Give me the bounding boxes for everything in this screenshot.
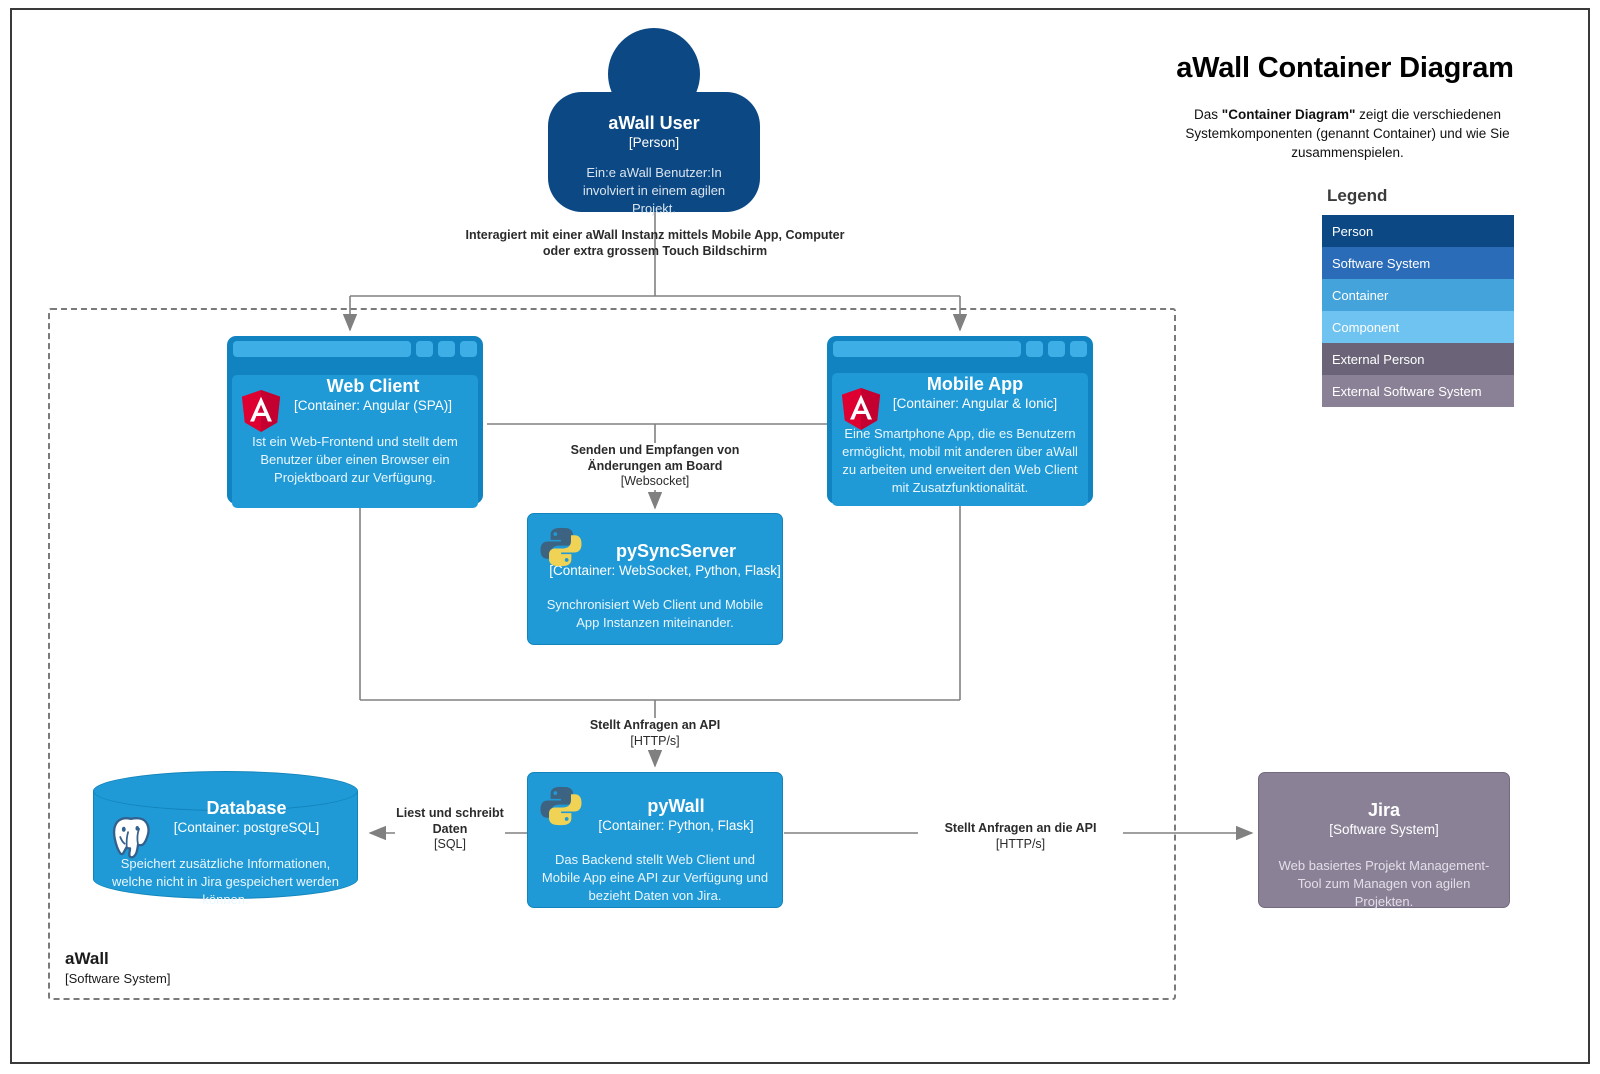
browser-chrome-bar [832, 341, 1088, 357]
page-title: aWall Container Diagram [1176, 52, 1514, 84]
rel-label-tech: [Websocket] [620, 474, 690, 488]
window-button-icon [460, 341, 477, 357]
node-type: [Container: Python, Flask] [598, 818, 754, 833]
node-jira[interactable]: Jira [Software System] Web basiertes Pro… [1258, 772, 1510, 909]
legend-item-label: External Person [1332, 351, 1425, 367]
window-button-icon [1026, 341, 1043, 357]
window-button-icon [416, 341, 433, 357]
browser-chrome-bar [232, 341, 478, 357]
system-boundary-type: [Software System] [65, 971, 171, 986]
legend-item-component: Component [1322, 311, 1514, 343]
rel-label-clients-to-syncserver: Senden und Empfangen von Änderungen am B… [565, 443, 745, 490]
node-body: Web Client [Container: Angular (SPA)] Is… [232, 375, 478, 508]
node-type: [Software System] [1329, 822, 1439, 837]
legend-item-container: Container [1322, 279, 1514, 311]
node-title: Jira [1367, 800, 1401, 820]
window-button-icon [438, 341, 455, 357]
node-pysyncserver[interactable]: pySyncServer [Container: WebSocket, Pyth… [527, 513, 783, 645]
window-button-icon [1048, 341, 1065, 357]
rel-label-text: Senden und Empfangen von Änderungen am B… [570, 443, 740, 473]
node-body: Database [Container: postgreSQL] Speiche… [93, 797, 358, 909]
legend-item-software-system: Software System [1322, 247, 1514, 279]
cylinder-top [93, 771, 358, 811]
rel-label-user-to-clients: Interagiert mit einer aWall Instanz mitt… [455, 228, 855, 259]
node-mobile-app[interactable]: Mobile App [Container: Angular & Ionic] … [827, 336, 1093, 506]
system-boundary-awall [48, 308, 1176, 1000]
rel-label-text: Liest und schreibt Daten [396, 806, 504, 836]
node-database[interactable]: Database [Container: postgreSQL] Speiche… [93, 771, 358, 907]
legend-item-external-person: External Person [1322, 343, 1514, 375]
node-body: Mobile App [Container: Angular & Ionic] … [832, 373, 1088, 506]
node-title: pySyncServer [615, 541, 737, 561]
legend-item-label: Person [1332, 223, 1374, 239]
rel-label-text: Interagiert mit einer aWall Instanz mitt… [465, 228, 845, 258]
node-type: [Container: WebSocket, Python, Flask] [549, 563, 781, 578]
node-description: Ist ein Web-Frontend und stellt dem Benu… [252, 434, 458, 485]
node-title: Web Client [326, 376, 420, 396]
node-type: [Person] [628, 135, 680, 150]
node-title: Database [206, 798, 287, 818]
legend-item-person: Person [1322, 215, 1514, 247]
window-button-icon [1070, 341, 1087, 357]
rel-label-pywall-to-jira: Stellt Anfragen an die API [HTTP/s] [918, 821, 1123, 852]
node-description: Synchronisiert Web Client und Mobile App… [546, 597, 764, 630]
description-pre: Das [1194, 107, 1222, 122]
description-post: zeigt die verschiedenen Systemkomponente… [1185, 107, 1510, 160]
address-bar-icon [233, 341, 411, 357]
angular-icon [841, 388, 881, 430]
node-description: Speichert zusätzliche Informationen, wel… [112, 856, 339, 907]
legend-item-label: Container [1332, 287, 1389, 303]
node-type: [Container: Angular & Ionic] [892, 396, 1058, 411]
node-type: [Container: Angular (SPA)] [293, 398, 453, 413]
python-icon [540, 786, 582, 826]
node-pywall[interactable]: pyWall [Container: Python, Flask] Das Ba… [527, 772, 783, 908]
node-description: Ein:e aWall Benutzer:In involviert in ei… [582, 165, 726, 216]
rel-label-clients-to-pywall: Stellt Anfragen an API [HTTP/s] [565, 718, 745, 749]
system-boundary-label: aWall [65, 949, 109, 968]
postgresql-elephant-icon [112, 817, 150, 859]
python-icon [540, 527, 582, 567]
node-awall-user[interactable]: aWall User [Person] Ein:e aWall Benutzer… [548, 92, 760, 216]
rel-label-tech: [SQL] [434, 837, 466, 851]
page-description: Das "Container Diagram" zeigt die versch… [1175, 105, 1520, 162]
angular-icon [241, 390, 281, 432]
legend: Person Software System Container Compone… [1322, 215, 1514, 407]
legend-item-external-software-system: External Software System [1322, 375, 1514, 407]
address-bar-icon [833, 341, 1021, 357]
node-description: Web basiertes Projekt Management-Tool zu… [1278, 858, 1490, 909]
node-web-client[interactable]: Web Client [Container: Angular (SPA)] Is… [227, 336, 483, 508]
rel-label-text: Stellt Anfragen an die API [944, 821, 1097, 835]
node-title: aWall User [608, 113, 700, 133]
rel-label-tech: [HTTP/s] [995, 836, 1046, 851]
description-bold: "Container Diagram" [1221, 107, 1356, 122]
node-description: Eine Smartphone App, die es Benutzern er… [842, 426, 1078, 495]
legend-item-label: External Software System [1332, 383, 1482, 399]
rel-label-tech: [HTTP/s] [630, 733, 680, 748]
legend-title: Legend [1327, 186, 1388, 205]
node-description: Das Backend stellt Web Client und Mobile… [541, 852, 769, 903]
legend-item-label: Component [1332, 319, 1400, 335]
legend-item-label: Software System [1332, 255, 1431, 271]
rel-label-text: Stellt Anfragen an API [589, 718, 721, 732]
rel-label-pywall-to-database: Liest und schreibt Daten [SQL] [395, 806, 505, 853]
node-title: pyWall [647, 796, 705, 816]
node-title: Mobile App [926, 374, 1024, 394]
node-type: [Container: postgreSQL] [173, 820, 320, 835]
